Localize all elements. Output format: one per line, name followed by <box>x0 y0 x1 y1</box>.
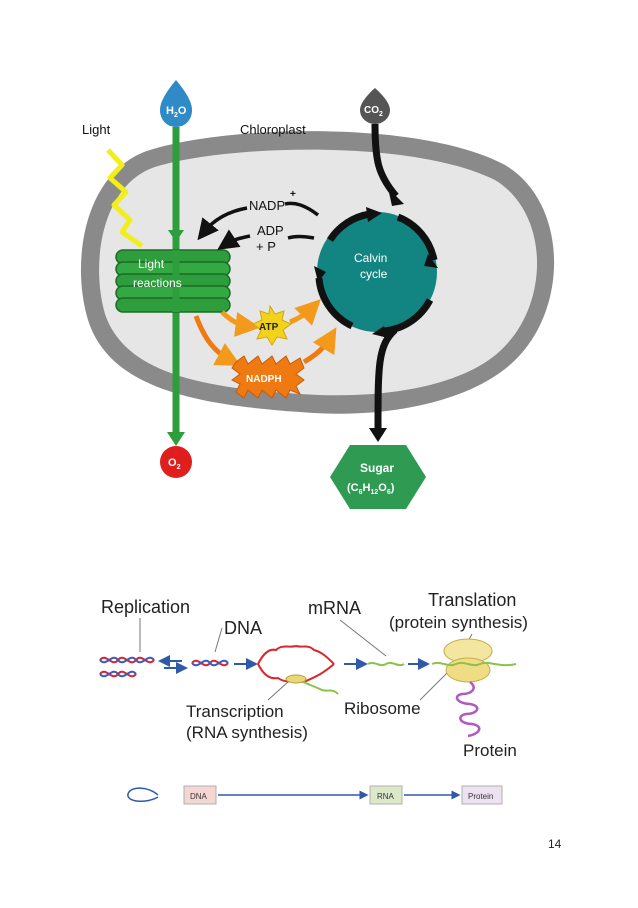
central-dogma-diagram: Replication DNA mRNA Translation (protei… <box>95 586 535 818</box>
light-ray-icon <box>106 148 144 249</box>
water-droplet: H2O <box>160 80 192 127</box>
ribosome <box>431 638 517 683</box>
flow-dna-label: DNA <box>190 792 208 801</box>
transcription-leader <box>267 681 289 701</box>
oxygen-molecule: O2 <box>160 446 192 478</box>
atp-label: ATP <box>259 322 279 333</box>
ribosome-label: Ribosome <box>344 699 421 718</box>
flow-rna-label: RNA <box>377 792 395 801</box>
green-arrowhead-to-oxygen <box>167 432 185 446</box>
svg-text:H2O: H2O <box>166 105 187 119</box>
adp-return-arrow <box>287 234 315 240</box>
ribosome-leader <box>419 669 451 701</box>
nadph-burst: NADPH <box>231 355 305 399</box>
thylakoid-stack <box>115 249 231 313</box>
transcription-bubble <box>257 644 339 695</box>
calvin-cycle-label-2: cycle <box>360 267 388 281</box>
nadp-return-arrow <box>284 201 320 217</box>
flow-dna-box <box>183 785 217 805</box>
protein-chain <box>455 681 481 738</box>
atp-burst: ATP <box>252 304 292 346</box>
co2-arrowhead <box>388 188 404 206</box>
water-label: H <box>166 105 174 117</box>
nadp-label: NADP <box>249 198 285 213</box>
dna-helix <box>191 659 229 667</box>
co2-label: CO <box>364 105 379 116</box>
calvin-cycle-label-1: Calvin <box>354 251 387 265</box>
dna-label: DNA <box>224 618 262 638</box>
calvin-to-sugar-arrow <box>374 327 398 431</box>
adp-label: ADP <box>257 223 284 238</box>
light-reactions-label-1: Light <box>138 257 165 271</box>
light-reactions-label-2: reactions <box>133 276 182 290</box>
central-dogma-flow: DNA RNA Protein <box>127 785 503 805</box>
flow-rna-box <box>369 785 403 805</box>
adp-p-label: + P <box>256 239 276 254</box>
flow-protein-box <box>461 785 503 805</box>
svg-text:CO2: CO2 <box>364 105 383 118</box>
co2-droplet: CO2 <box>360 88 390 124</box>
translation-label-2: (protein synthesis) <box>389 613 528 632</box>
page-number: 14 <box>548 837 562 851</box>
translation-label-1: Translation <box>428 590 516 610</box>
replication-loop-arrow <box>127 787 159 802</box>
transcription-label-1: Transcription <box>186 702 284 721</box>
sugar-formula: (C6H12O6) <box>347 482 395 496</box>
chloroplast-label: Chloroplast <box>240 122 306 137</box>
sugar-label: Sugar <box>360 461 394 475</box>
co2-into-calvin-arrow <box>371 123 399 199</box>
oxygen-label: O <box>168 457 177 469</box>
green-arrowhead-into-thylakoid <box>168 230 184 242</box>
dna-leader <box>214 627 223 653</box>
mrna-strand <box>367 661 405 667</box>
svg-text:O2: O2 <box>168 457 181 471</box>
orange-arrow-atp-to-calvin <box>289 299 321 326</box>
nadp-plus-sup: + <box>290 189 296 200</box>
photosynthesis-diagram: H2O O2 Light reactions <box>80 80 555 509</box>
replication-label: Replication <box>101 597 190 617</box>
light-label: Light <box>82 122 111 137</box>
flow-protein-label: Protein <box>468 792 493 801</box>
transcription-label-2: (RNA synthesis) <box>186 723 308 742</box>
protein-label: Protein <box>463 741 517 760</box>
mrna-leader <box>339 619 387 657</box>
orange-arrow-nadph-to-calvin <box>302 327 337 365</box>
mrna-label: mRNA <box>308 598 361 618</box>
sugar-molecule: Sugar (C6H12O6) <box>330 445 426 509</box>
replication-dna-helix <box>99 656 155 678</box>
nadph-label: NADPH <box>246 374 282 385</box>
orange-arrow-to-atp <box>220 310 261 337</box>
calvin-cycle <box>314 207 438 338</box>
orange-arrow-to-nadph <box>193 315 242 366</box>
